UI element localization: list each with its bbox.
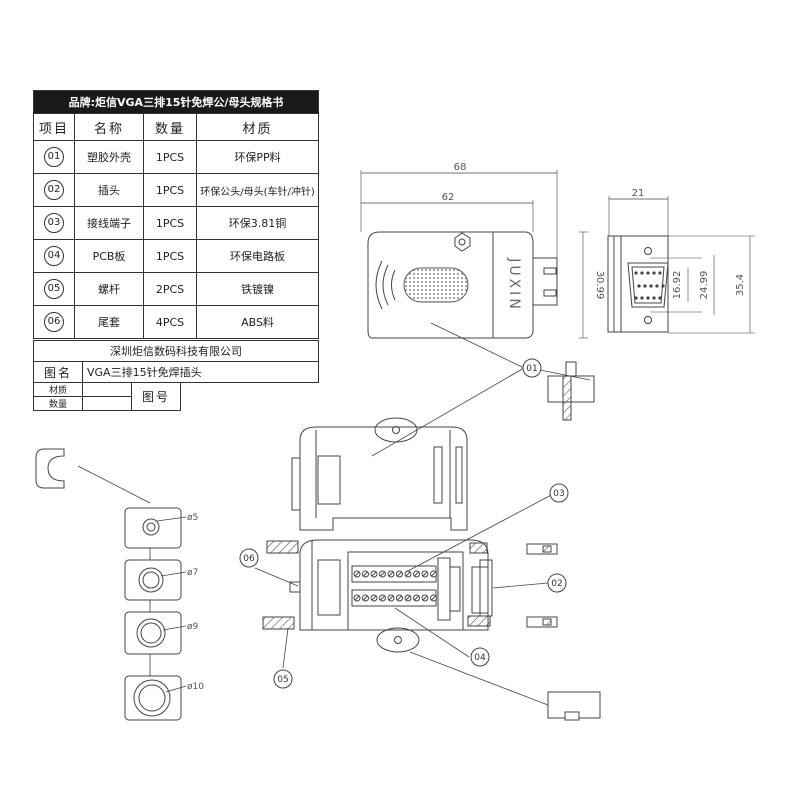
sleeve-size-10: ø10 [187, 682, 204, 692]
callout-05: 05 [277, 675, 288, 685]
callout-04: 04 [474, 653, 486, 663]
spec-row: 03 接线端子 1PCS 环保3.81铜 [33, 206, 319, 240]
row-number: 04 [44, 246, 64, 266]
pin [658, 271, 662, 275]
dim-68: 68 [454, 162, 467, 173]
terminal-slot [380, 595, 385, 601]
row-number: 03 [44, 213, 64, 233]
pin [649, 284, 653, 288]
terminal-slot [431, 595, 436, 601]
terminal-slot [405, 595, 411, 601]
pin [655, 284, 659, 288]
dim-24-99: 24.99 [699, 271, 710, 300]
callout-01: 01 [526, 364, 537, 374]
terminal-slot [388, 571, 394, 577]
pin [634, 271, 638, 275]
dim-35-4: 35.4 [735, 274, 746, 296]
sleeve-size-5: ø5 [187, 513, 198, 523]
terminal-slot [388, 595, 394, 601]
row-material: 环保3.81铜 [196, 206, 319, 240]
pin [637, 284, 641, 288]
spec-row: 05 螺杆 2PCS 铁镀镍 [33, 272, 319, 306]
callout-03: 03 [553, 489, 564, 499]
tail-sleeves [124, 507, 182, 721]
terminal-slot [414, 571, 419, 577]
title-block: 深圳炬信数码科技有限公司 图名 VGA三排15针免焊插头 材质 图号 数量 [33, 340, 319, 411]
dim-21: 21 [632, 188, 645, 199]
row-qty: 1PCS [143, 206, 197, 240]
spec-title: 品牌:炬信VGA三排15针免焊公/母头规格书 [33, 90, 319, 114]
pin [658, 296, 662, 300]
pin [661, 284, 665, 288]
header-item: 项目 [33, 113, 75, 141]
pin [646, 271, 650, 275]
vga-pins [634, 271, 665, 300]
terminal-slot [363, 595, 368, 601]
dim-16-92: 16.92 [672, 271, 683, 300]
front-view [360, 170, 588, 339]
row-qty: 2PCS [143, 272, 197, 306]
pin [634, 296, 638, 300]
row-number: 02 [44, 180, 64, 200]
row-name: 接线端子 [74, 206, 144, 240]
pin [640, 296, 644, 300]
terminal-slot [431, 571, 436, 577]
dim-30-99: 30.99 [594, 271, 605, 300]
terminal-slot [397, 571, 402, 577]
terminal-slot [371, 595, 377, 601]
row-number: 01 [44, 147, 64, 167]
pin [652, 271, 656, 275]
row-number: 05 [44, 279, 64, 299]
pin [652, 296, 656, 300]
row-material: ABS料 [196, 305, 319, 339]
terminal-slot [354, 595, 360, 601]
header-qty: 数量 [143, 113, 197, 141]
callout-02: 02 [551, 579, 562, 589]
terminal-slot [371, 571, 377, 577]
terminal-slot [397, 595, 402, 601]
drawing-name: VGA三排15针免焊插头 [82, 361, 319, 383]
row-name: 插头 [74, 173, 144, 207]
terminal-slot [422, 571, 428, 577]
quantity-label: 数量 [33, 396, 83, 411]
row-qty: 4PCS [143, 305, 197, 339]
row-number: 06 [44, 312, 64, 332]
side-view [607, 196, 755, 334]
sleeve-size-7: ø7 [187, 568, 198, 578]
dim-62: 62 [442, 192, 455, 203]
row-name: 塑胶外壳 [74, 140, 144, 174]
pin [643, 284, 647, 288]
row-qty: 1PCS [143, 140, 197, 174]
terminal-slot [405, 571, 411, 577]
spec-table: 品牌:炬信VGA三排15针免焊公/母头规格书 项目 名称 数量 材质 01 塑胶… [33, 90, 319, 339]
terminal-slot [363, 571, 368, 577]
terminal-slot [380, 571, 385, 577]
exploded-view [35, 361, 601, 721]
terminal-slot [414, 595, 419, 601]
row-name: 尾套 [74, 305, 144, 339]
pin [646, 296, 650, 300]
drawing-no-label: 图号 [131, 382, 181, 411]
sleeve-size-9: ø9 [187, 622, 199, 632]
callout-circles [239, 358, 569, 689]
terminal-slot [354, 571, 360, 577]
quantity-value [82, 396, 132, 411]
callout-06: 06 [243, 554, 255, 564]
brand-mark: JUXIN [506, 257, 522, 312]
row-name: 螺杆 [74, 272, 144, 306]
pin [640, 271, 644, 275]
spec-row: 06 尾套 4PCS ABS料 [33, 305, 319, 339]
leader-lines [77, 322, 591, 706]
header-name: 名称 [74, 113, 144, 141]
terminal-slot [422, 595, 428, 601]
